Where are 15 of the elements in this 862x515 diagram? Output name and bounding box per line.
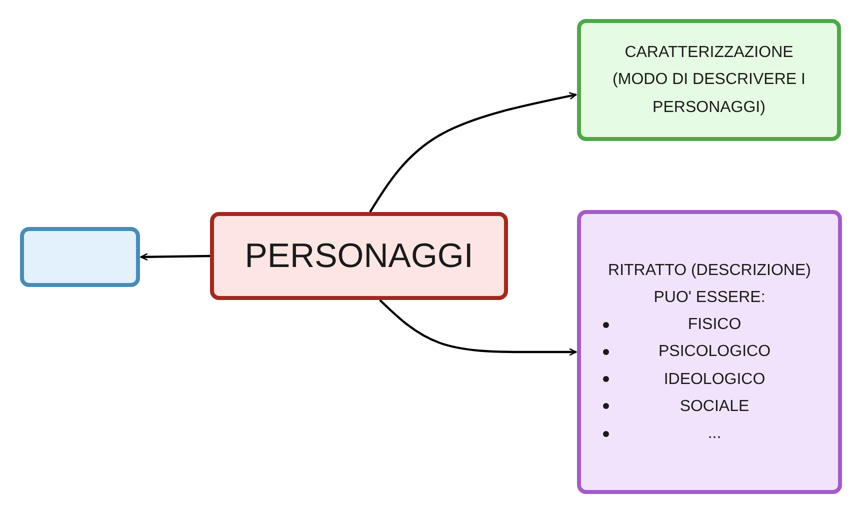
list-item: SOCIALE [581,392,838,420]
arrow [369,92,577,213]
box-text: CARATTERIZZAZIONE (MODO DI DESCRIVERE I PERSONAGGI) [612,43,806,118]
subtopic-box [577,210,842,494]
list-item: FISICO [581,311,838,338]
arrow [379,299,577,356]
empty-box [20,227,140,287]
topic-title: PERSONAGGI [244,236,474,277]
list-item: PSICOLOGICO [581,338,838,366]
list-item: IDEOLOGICO [581,366,838,393]
topic-box [210,212,508,300]
subtopic-box [577,19,841,141]
box-text: RITRATTO (DESCRIZIONE) PUO' ESSERE: [607,260,812,308]
arrow [140,253,210,261]
list-item: ... [581,420,838,448]
